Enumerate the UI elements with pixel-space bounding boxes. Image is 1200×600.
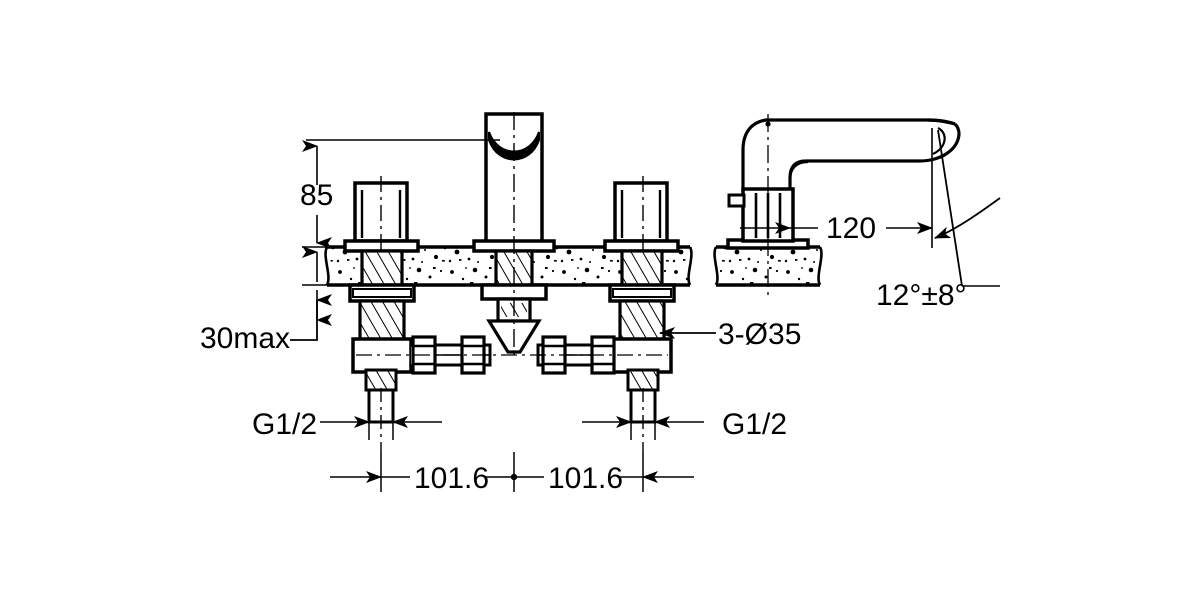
label-3xD35: 3-Ø35 [718,318,801,351]
label-85: 85 [300,179,333,212]
label-101-6-right: 101.6 [548,462,623,495]
spout-aerator [488,131,540,161]
label-120: 120 [826,212,876,245]
front-elevation-view [324,112,693,452]
side-elevation-view [713,114,1001,300]
side-axis-dot [765,121,771,127]
label-angle: 12°±8° [876,279,967,312]
right-outlet-thread [626,368,660,392]
center-spout-assembly [472,112,556,360]
label-g12-left: G1/2 [252,408,317,441]
left-shank-thread-lower [358,299,406,343]
deck-break-right [687,246,693,286]
angle-leg-a [937,129,963,287]
cross-connection-pipework [356,335,668,375]
leader-30max [290,294,332,341]
right-shank-thread-lower [618,299,666,343]
left-outlet-thread [364,368,398,392]
dimension-text-group: 85 30max 3-Ø35 G1/2 G1/2 101.6 101.6 120… [200,179,967,495]
left-handle-assembly [343,176,420,452]
deck-break-left [324,246,330,286]
left-shank-thread-upper [360,249,404,287]
spout-tip-inner [932,127,946,155]
right-handle-body [613,181,669,243]
label-101-6-left: 101.6 [414,462,489,495]
label-g12-right: G1/2 [722,408,787,441]
right-shank-thread-upper [620,249,664,287]
right-handle-assembly [603,176,680,452]
side-lug [727,193,746,208]
angle-arc [934,197,1001,239]
label-30max: 30max [200,322,290,355]
spout-outer-bottom [788,122,961,190]
dimension-annotations [290,139,933,492]
